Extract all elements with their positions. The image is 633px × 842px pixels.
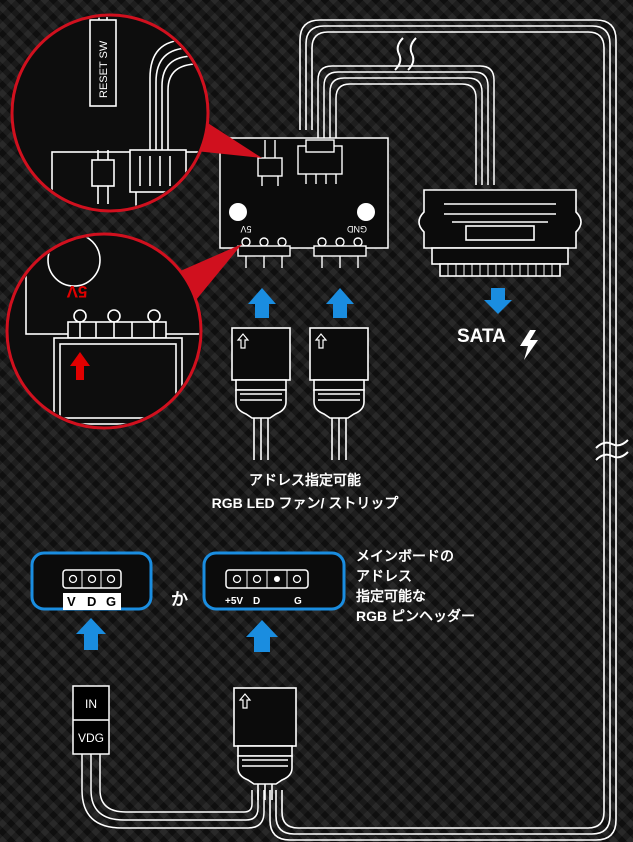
reset-sw-label: RESET SW xyxy=(98,40,110,98)
fan-connector-2 xyxy=(309,327,369,460)
board-gnd-label: GND xyxy=(347,224,368,234)
mb-header-caption-line1: メインボードの xyxy=(356,548,454,564)
controller-board: 5V GND xyxy=(219,137,389,268)
arrow-up-vdg-icon xyxy=(76,618,106,650)
arrow-down-sata-icon xyxy=(484,288,512,314)
fan-strip-caption-line1: アドレス指定可能 xyxy=(249,472,361,488)
sata-wires xyxy=(317,65,495,185)
lightning-icon xyxy=(520,330,538,360)
pin-5v-label: +5V xyxy=(225,596,244,607)
pin-g-label: G xyxy=(294,596,302,607)
pin-d-label: D xyxy=(253,596,261,607)
fan-strip-caption-line2: RGB LED ファン/ ストリップ xyxy=(211,495,399,511)
vdg-plug-label: VDG xyxy=(77,731,104,745)
arrow-up-mb-icon xyxy=(246,620,278,652)
vdg-cable xyxy=(81,789,265,829)
or-text: か xyxy=(171,590,188,609)
sata-connector xyxy=(418,189,582,277)
arrow-up-fan2-icon xyxy=(326,288,354,318)
mb-header-caption-line4: RGB ピンヘッダー xyxy=(356,608,475,624)
mb-header-caption-line3: 指定可能な xyxy=(356,588,426,604)
arrow-up-fan1-icon xyxy=(248,288,276,318)
vdg-v-label: V xyxy=(67,594,76,609)
mb-plug-connector xyxy=(233,687,297,800)
vdg-d-label: D xyxy=(87,594,97,609)
callout-5v-header: 5V xyxy=(5,232,242,430)
mb-header-caption-line2: アドレス xyxy=(356,568,412,584)
fan-connector-1 xyxy=(231,327,291,460)
board-5v-label: 5V xyxy=(240,224,251,234)
in-vdg-plug xyxy=(72,685,110,790)
sata-cable xyxy=(269,19,617,841)
mb-header-box xyxy=(202,551,346,611)
vdg-header-box xyxy=(30,551,153,611)
vdg-g-label: G xyxy=(106,594,117,609)
in-label: IN xyxy=(85,697,97,711)
red-arrow-up-icon xyxy=(70,352,90,380)
sata-label: SATA xyxy=(457,326,506,347)
callout-5v-label: 5V xyxy=(66,282,87,301)
